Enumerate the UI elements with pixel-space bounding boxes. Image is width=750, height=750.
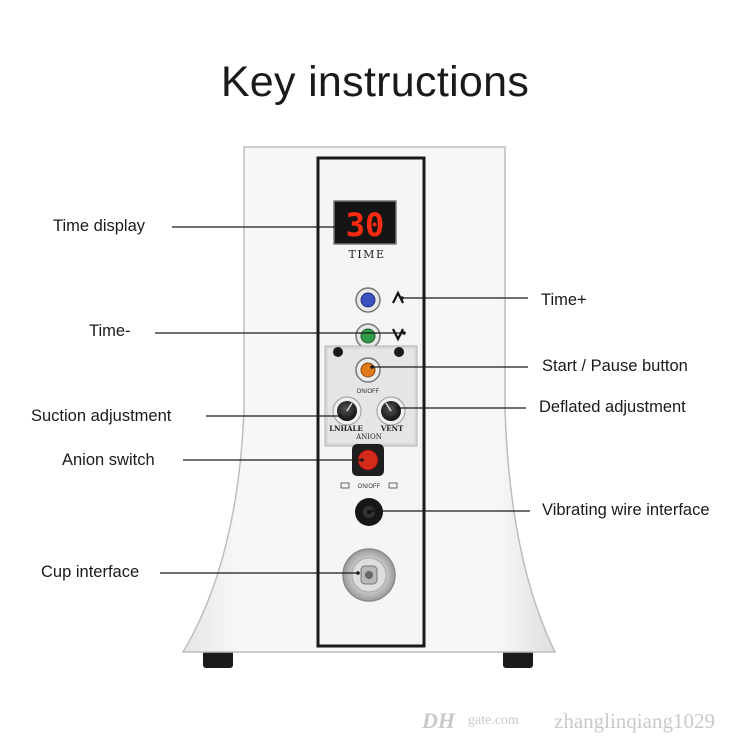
callout-time-display: Time display — [53, 217, 145, 235]
vent-knob-label: VENT — [380, 424, 404, 433]
power-off-icon — [388, 482, 398, 489]
callout-time-plus: Time+ — [541, 291, 587, 309]
page-title: Key instructions — [220, 58, 530, 106]
watermark-store: zhanglinqiang1029 — [554, 709, 715, 733]
anion-label: ANION — [355, 433, 382, 441]
callout-time-minus: Time- — [89, 322, 131, 340]
callout-deflated: Deflated adjustment — [539, 398, 686, 416]
indicator-led-left — [333, 347, 343, 357]
time-minus-button-core — [360, 328, 376, 344]
callout-cup: Cup interface — [41, 563, 140, 581]
indicator-led-right — [394, 347, 404, 357]
callout-suction: Suction adjustment — [31, 407, 172, 425]
callout-vibrating: Vibrating wire interface — [542, 501, 710, 519]
time-display-digits: 30 — [346, 206, 385, 244]
time-plus-button-core — [360, 292, 376, 308]
start-pause-label: ON/OFF — [357, 389, 380, 395]
watermark: DH gate.com zhanglinqiang1029 — [420, 706, 740, 740]
watermark-brand: DH — [422, 708, 455, 733]
callout-start-pause: Start / Pause button — [542, 357, 688, 375]
arrow-down-icon — [392, 328, 404, 342]
power-on-icon — [340, 482, 350, 489]
anion-switch-label: ON/OFF — [358, 484, 381, 490]
callout-anion-switch: Anion switch — [62, 451, 155, 469]
watermark-site: gate.com — [468, 713, 519, 728]
time-display — [333, 200, 397, 245]
suction-knob-label: LNHALE — [329, 424, 363, 433]
start-pause-button-core — [360, 362, 376, 378]
time-display-label: TIME — [349, 248, 386, 261]
